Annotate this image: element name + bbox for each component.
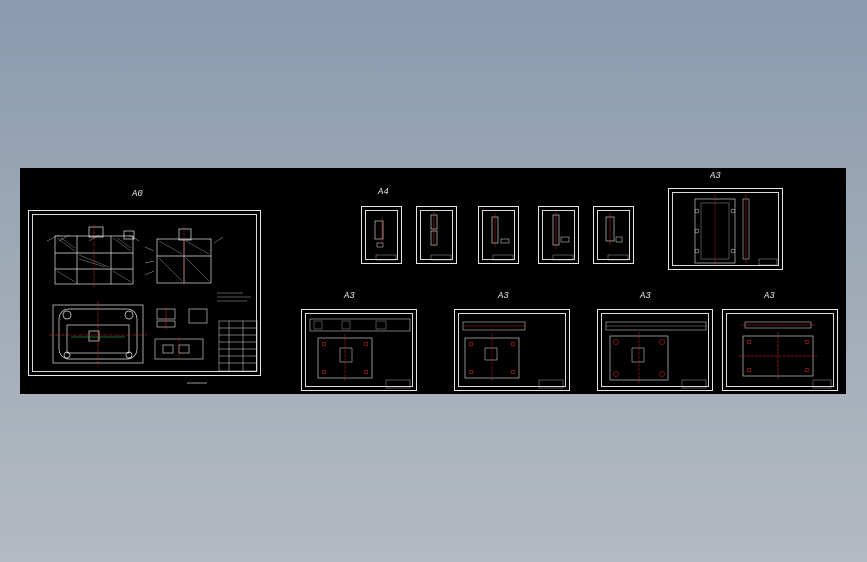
cad-model-space[interactable]: A0	[20, 168, 846, 394]
part-drawing-sheet-3[interactable]	[478, 206, 519, 264]
part-drawing-sheet-5[interactable]	[593, 206, 634, 264]
sheet-label-plate-3: A3	[640, 291, 651, 301]
part-drawing-sheet-4[interactable]	[538, 206, 579, 264]
sheet-label-plate-4: A3	[764, 291, 775, 301]
sheet-border	[32, 214, 257, 372]
plate-geometry-vertical	[694, 195, 778, 267]
sheet-label-parts: A4	[378, 187, 389, 197]
part-drawing-sheet-1[interactable]	[361, 206, 402, 264]
part-drawing-sheet-2[interactable]	[416, 206, 457, 264]
sheet-label-plate-vertical: A3	[710, 171, 721, 181]
plate-geometry-3	[605, 321, 707, 389]
part-geometry-2	[430, 212, 452, 261]
plate-geometry-4	[739, 321, 832, 389]
sheet-label-plate-2: A3	[498, 291, 509, 301]
plate-drawing-sheet-4[interactable]	[722, 309, 838, 391]
plate-drawing-sheet-3[interactable]	[597, 309, 713, 391]
plate-drawing-sheet-2[interactable]	[454, 309, 570, 391]
part-geometry-5	[605, 213, 629, 261]
plate-drawing-sheet-1[interactable]	[301, 309, 417, 391]
plate-geometry-2	[462, 321, 564, 389]
part-geometry-3	[491, 213, 514, 261]
sheet-label-plate-1: A3	[344, 291, 355, 301]
sheet-label-assembly: A0	[132, 189, 143, 199]
plate-geometry-1	[309, 318, 411, 389]
assembly-drawing-sheet[interactable]	[28, 210, 261, 384]
assembly-drawing-geometry	[46, 225, 258, 384]
part-geometry-1	[374, 217, 397, 261]
plate-drawing-sheet-vertical[interactable]	[668, 188, 783, 270]
part-geometry-4	[552, 212, 574, 261]
